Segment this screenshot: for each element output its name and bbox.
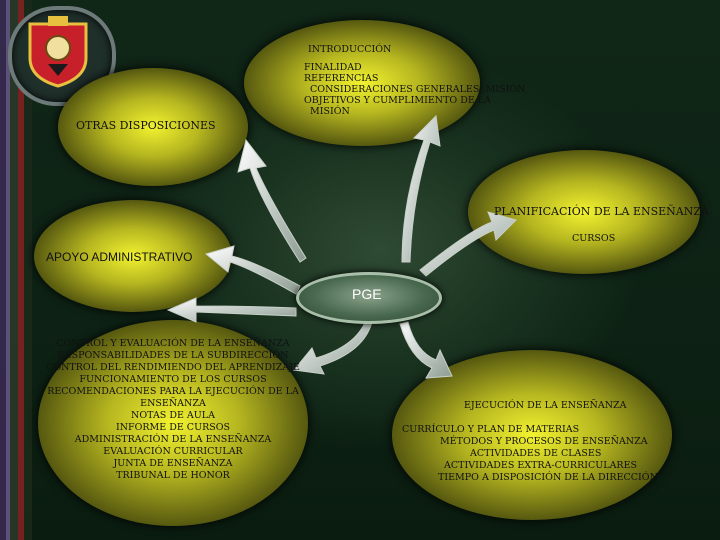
planificacion-item: CURSOS [572, 233, 616, 244]
control-item: FUNCIONAMIENTO DE LOS CURSOS [79, 374, 267, 385]
otras-bubble [58, 68, 248, 186]
ejecucion-item: ACTIVIDADES EXTRA-CURRICULARES [444, 460, 638, 471]
planificacion-title: PLANIFICACIÓN DE LA ENSEÑANZA [494, 205, 709, 218]
pge-hub [296, 272, 442, 324]
control-item: RESPONSABILIDADES DE LA SUBDIRECCIÓN [57, 350, 289, 361]
control-list: CONTROL Y EVALUACIÓN DE LA ENSEÑANZA RES… [40, 338, 306, 482]
ejecucion-item: ACTIVIDADES DE CLASES [470, 448, 602, 459]
intro-item: MISIÓN [310, 106, 350, 117]
control-item: RECOMENDACIONES PARA LA EJECUCIÓN DE LA [47, 386, 299, 397]
apoyo-bubble [34, 200, 232, 312]
control-item: CONTROL DEL RENDIMIENDO DEL APRENDIZAJE [46, 362, 300, 373]
control-item: TRIBUNAL DE HONOR [116, 470, 230, 481]
apoyo-title: APOYO ADMINISTRATIVO [46, 250, 193, 264]
otras-title: OTRAS DISPOSICIONES [76, 119, 216, 132]
control-bubble [38, 320, 308, 526]
control-item: ADMINISTRACIÓN DE LA ENSEÑANZA [74, 434, 272, 445]
ejecucion-bubble [392, 350, 672, 520]
control-item: JUNTA DE ENSEÑANZA [113, 458, 233, 469]
control-item: EVALUACIÓN CURRICULAR [103, 446, 243, 457]
intro-bubble [244, 20, 480, 146]
planificacion-bubble [468, 150, 700, 274]
ejecucion-item: CURRÍCULO Y PLAN DE MATERIAS [402, 424, 580, 435]
intro-item: REFERENCIAS [304, 73, 379, 84]
crest-emblem-icon [28, 16, 88, 88]
control-item: NOTAS DE AULA [131, 410, 215, 421]
intro-item: FINALIDAD [304, 62, 362, 73]
ejecucion-item: TIEMPO A DISPOSICIÓN DE LA DIRECCIÓN [438, 472, 658, 483]
control-item: ENSEÑANZA [140, 398, 206, 409]
ejecucion-title: EJECUCIÓN DE LA ENSEÑANZA [464, 400, 627, 411]
intro-title: INTRODUCCIÓN [308, 44, 392, 55]
intro-item: CONSIDERACIONES GENERALES: MISIÓN, [304, 84, 528, 95]
control-item: CONTROL Y EVALUACIÓN DE LA ENSEÑANZA [56, 338, 290, 349]
pge-label: PGE [352, 286, 382, 302]
arrow-icon [166, 114, 517, 379]
control-item: INFORME DE CURSOS [115, 422, 231, 433]
intro-item: OBJETIVOS Y CUMPLIMIENTO DE LA [304, 95, 491, 106]
ejecucion-item: MÉTODOS Y PROCESOS DE ENSEÑANZA [440, 436, 648, 447]
